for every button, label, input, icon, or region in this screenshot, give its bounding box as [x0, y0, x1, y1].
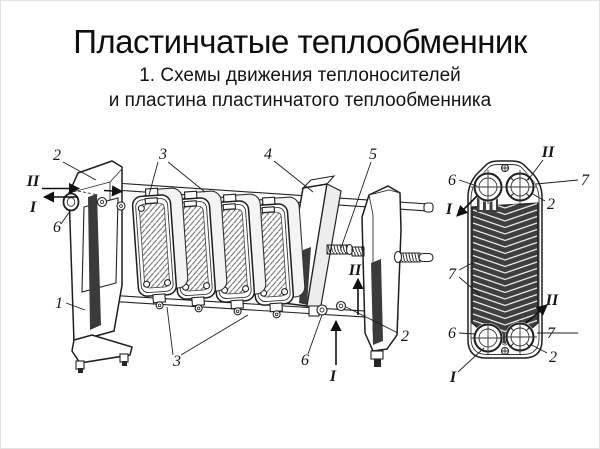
port-bottom-right [503, 320, 537, 354]
port-bottom-left [471, 321, 505, 355]
slide-title: Пластинчатые теплообменник [73, 23, 527, 60]
fixed-plate-shading [88, 194, 101, 330]
part-2-port-top-right-label: 2 [547, 196, 555, 213]
part-6-port-top-left-label: 6 [448, 172, 456, 189]
port-top-right [503, 170, 537, 204]
stream-I-plate-bottom-label: I [449, 369, 457, 386]
plate-drawing: II 6 7 2 I 7 II 6 7 2 I [445, 144, 590, 386]
tie-bolt-right [393, 250, 434, 264]
part-6-nozzle-bottom-label: 6 [301, 352, 309, 369]
stream-I-outlet-left-label: I [29, 199, 37, 216]
subtitle-line-2: и пластина пластинчатого теплообменника [108, 89, 492, 111]
part-2-port-top-left-label: 2 [53, 147, 61, 164]
part-6-port-bottom-left-label: 6 [448, 325, 456, 342]
bar-flow-arrow [103, 185, 124, 197]
assembly-leaders [60, 160, 399, 356]
subtitle-line-1: 1. Схемы движения теплоносителей [139, 65, 461, 86]
stream-II-mid-label: II [348, 262, 362, 279]
plate-bolt-holes [500, 163, 510, 356]
assembly-flow-arrows [42, 182, 364, 365]
stream-II-bottom-label: II [545, 292, 559, 309]
fixed-plate [62, 160, 133, 373]
support-shading [371, 259, 383, 345]
stream-II-inlet-left-label: II [26, 173, 40, 190]
plate-1 [131, 187, 189, 310]
part-7-corrugations-label: 7 [448, 266, 457, 283]
part-1-fixed-plate-label: 1 [55, 295, 63, 312]
top-bar-end [423, 202, 434, 213]
plate-stack [131, 187, 306, 319]
part-6-nozzle-left-label: 6 [53, 219, 61, 236]
corrugation-field [471, 202, 539, 346]
part-7-gasket-top-right-label: 7 [581, 172, 590, 189]
tie-bolt-left [326, 243, 365, 257]
port-top-left [471, 170, 505, 204]
plate-leaders [457, 159, 579, 373]
stream-II-top-label: II [541, 144, 555, 161]
stream-I-bottom-label: I [329, 368, 337, 385]
plate-flow-arrows [456, 195, 548, 324]
heat-exchanger-figure: 2 II I 6 3 4 5 1 3 6 II 2 I [26, 144, 590, 386]
rear-support-stand [361, 185, 402, 367]
stream-I-top-label: I [445, 201, 453, 218]
part-5-tie-bolt-label: 5 [369, 146, 377, 163]
assembly-drawing: 2 II I 6 3 4 5 1 3 6 II 2 I [26, 146, 434, 385]
part-3-plates-top-label: 3 [158, 146, 167, 163]
part-2-nozzle-right-label: 2 [401, 328, 409, 345]
part-4-pressure-plate-label: 4 [264, 146, 272, 163]
part-7-gasket-bottom-right-label: 7 [547, 325, 556, 342]
part-3-plates-bottom-label: 3 [172, 353, 181, 370]
slide-subtitle: 1. Схемы движения теплоносителей и пласт… [0, 64, 600, 113]
part-2-port-bottom-right-label: 2 [549, 349, 557, 366]
